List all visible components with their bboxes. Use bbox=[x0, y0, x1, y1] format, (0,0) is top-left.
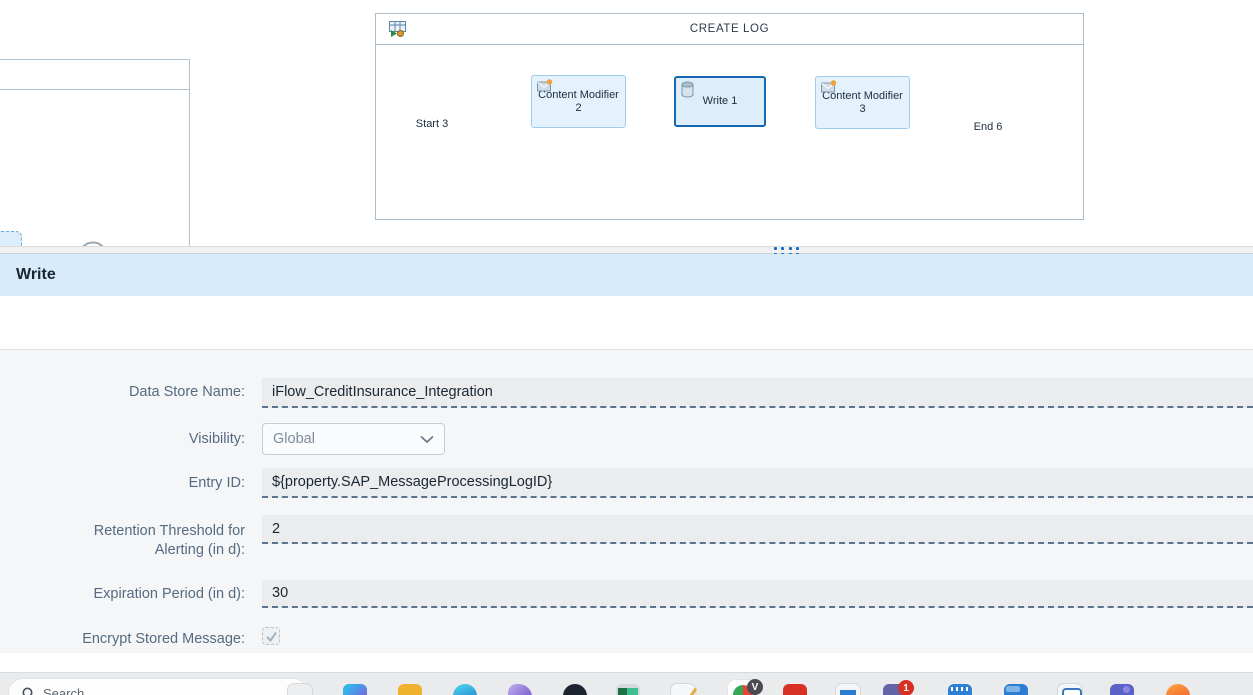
panel-splitter bbox=[0, 246, 1253, 254]
panel-tabbar: General Processing bbox=[0, 296, 1253, 644]
taskbar-search[interactable]: Search bbox=[8, 678, 308, 695]
expiration-period-label: Expiration Period (in d): bbox=[93, 586, 245, 602]
encrypt-stored-message-label: Encrypt Stored Message: bbox=[82, 631, 245, 647]
start-event-label: Start 3 bbox=[415, 118, 449, 130]
node-label: 2 bbox=[575, 101, 582, 114]
github-icon[interactable] bbox=[563, 684, 587, 695]
outlook-icon[interactable] bbox=[1004, 684, 1028, 695]
node-write-1[interactable]: Write 1 bbox=[674, 76, 766, 127]
taskbar: Search V 1 bbox=[0, 672, 1253, 695]
notes-icon[interactable] bbox=[288, 684, 312, 695]
teams-icon-badge: 1 bbox=[898, 680, 914, 695]
node-content-modifier-3[interactable]: Content Modifier 3 bbox=[815, 76, 910, 129]
node-label: 3 bbox=[859, 102, 866, 115]
properties-panel-header: Write bbox=[0, 254, 1253, 296]
integration-process-icon bbox=[389, 21, 406, 37]
data-store-name-input[interactable]: iFlow_CreditInsurance_Integration bbox=[262, 378, 1253, 408]
youtube-icon[interactable] bbox=[783, 684, 807, 695]
expiration-period-input[interactable]: 30 bbox=[262, 580, 1253, 608]
chrome-icon-badge: V bbox=[747, 679, 763, 695]
teams-icon[interactable]: 1 bbox=[883, 680, 914, 695]
retention-threshold-input[interactable]: 2 bbox=[262, 515, 1253, 544]
iflow-canvas[interactable]: CREATE LOG Content Modifier 2 Write 1 bbox=[0, 0, 1253, 279]
data-store-name-value: iFlow_CreditInsurance_Integration bbox=[272, 384, 493, 400]
chevron-down-icon bbox=[420, 435, 434, 443]
calendar-icon[interactable] bbox=[948, 684, 972, 695]
firefox-icon[interactable] bbox=[1166, 684, 1190, 695]
visibility-label: Visibility: bbox=[188, 431, 245, 447]
copilot-icon[interactable] bbox=[343, 684, 367, 695]
node-label: Content Modifier bbox=[538, 88, 619, 101]
edge-icon[interactable] bbox=[453, 684, 477, 695]
search-icon bbox=[22, 687, 33, 695]
processing-form: Data Store Name: iFlow_CreditInsurance_I… bbox=[0, 350, 1253, 653]
group-header: CREATE LOG bbox=[376, 14, 1083, 45]
entry-id-input[interactable]: ${property.SAP_MessageProcessingLogID} bbox=[262, 468, 1253, 498]
adjacent-process-header bbox=[0, 60, 189, 90]
file-explorer-icon[interactable] bbox=[398, 684, 422, 695]
meet-icon[interactable] bbox=[1110, 684, 1134, 695]
checkmark-icon bbox=[265, 631, 277, 642]
snip-icon[interactable] bbox=[1058, 684, 1082, 695]
end-event-label: End 6 bbox=[973, 121, 1003, 133]
retention-threshold-label: Retention Threshold for Alerting (in d): bbox=[93, 523, 245, 558]
panel-title: Write bbox=[16, 266, 56, 283]
notepad-icon[interactable] bbox=[671, 684, 695, 695]
partial-event-circle[interactable] bbox=[80, 241, 107, 247]
word-icon[interactable] bbox=[836, 684, 860, 695]
visibility-select[interactable]: Global bbox=[262, 423, 445, 455]
feather-icon[interactable] bbox=[508, 684, 532, 695]
entry-id-label: Entry ID: bbox=[188, 475, 245, 491]
entry-id-value: ${property.SAP_MessageProcessingLogID} bbox=[272, 474, 553, 490]
retention-threshold-value: 2 bbox=[272, 520, 281, 537]
chrome-icon[interactable]: V bbox=[728, 679, 763, 695]
search-placeholder: Search bbox=[43, 685, 85, 695]
content-modifier-icon bbox=[537, 79, 553, 92]
content-modifier-icon bbox=[821, 80, 837, 93]
excel-icon[interactable] bbox=[616, 684, 640, 695]
node-label: Content Modifier bbox=[822, 89, 903, 102]
node-label: Write 1 bbox=[702, 95, 738, 107]
group-title: CREATE LOG bbox=[689, 23, 770, 35]
data-store-name-label: Data Store Name: bbox=[128, 384, 245, 400]
node-content-modifier-2[interactable]: Content Modifier 2 bbox=[531, 75, 626, 128]
visibility-value: Global bbox=[273, 431, 315, 447]
encrypt-stored-message-checkbox[interactable] bbox=[262, 627, 280, 645]
datastore-icon bbox=[681, 81, 694, 98]
expiration-period-value: 30 bbox=[272, 585, 289, 601]
